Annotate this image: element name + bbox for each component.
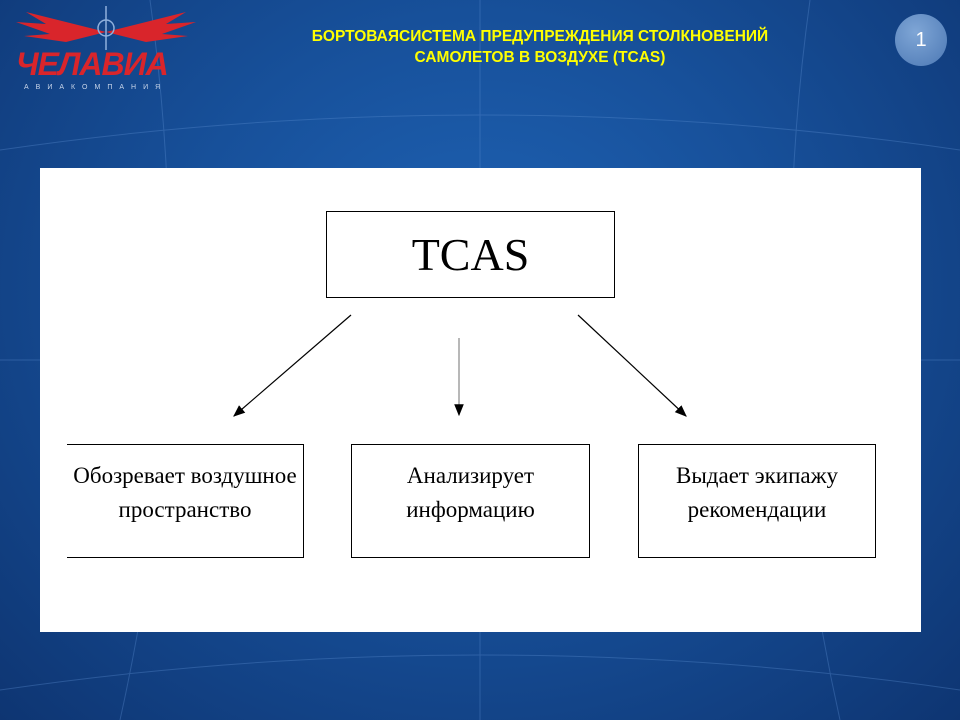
child-node-text: Выдает экипажу — [676, 463, 838, 488]
logo-subtext: АВИАКОМПАНИЯ — [24, 84, 168, 91]
arrow-left — [233, 314, 352, 417]
child-node-text: Анализирует — [406, 463, 535, 488]
title-line-2: САМОЛЕТОВ В ВОЗДУХЕ (TCAS) — [414, 49, 666, 66]
child-node-survey: Обозревает воздушное пространство — [67, 444, 304, 558]
diagram-arrows — [233, 314, 687, 417]
child-node-text: пространство — [118, 497, 252, 522]
diagram-panel: TCAS Обозревает воздушное пространство А… — [40, 168, 921, 632]
child-node-text: рекомендации — [687, 497, 827, 522]
child-node-advise: Выдает экипажу рекомендации — [638, 444, 876, 558]
title-line-1: БОРТОВАЯСИСТЕМА ПРЕДУПРЕЖДЕНИЯ СТОЛКНОВЕ… — [311, 28, 769, 45]
page-number-badge: 1 — [895, 14, 947, 66]
child-node-text: информацию — [406, 497, 535, 522]
arrow-right — [577, 314, 687, 417]
slide-title: БОРТОВАЯСИСТЕМА ПРЕДУПРЕЖДЕНИЯ СТОЛКНОВЕ… — [215, 26, 865, 68]
wings-emblem-icon — [16, 6, 196, 50]
logo-text: ЧЕЛАВИА — [16, 46, 169, 82]
child-node-text: Обозревает воздушное — [73, 463, 297, 488]
company-logo: ЧЕЛАВИА АВИАКОМПАНИЯ — [6, 2, 206, 94]
child-node-analyze: Анализирует информацию — [351, 444, 590, 558]
root-node-tcas: TCAS — [326, 211, 615, 298]
